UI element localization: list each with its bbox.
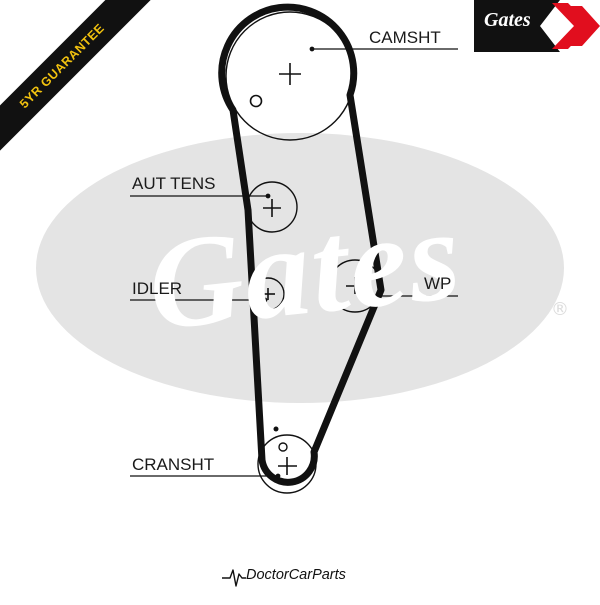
crankshaft-pulley	[257, 426, 317, 494]
footer-brand: DoctorCarParts	[246, 567, 346, 583]
registered-mark: ®	[551, 299, 569, 320]
brand-logo: Gates	[484, 9, 531, 31]
label-idler: IDLER	[132, 279, 183, 298]
footer-signal-icon	[222, 569, 246, 587]
label-water-pump: WP	[424, 274, 452, 293]
water-pump-pulley	[328, 259, 382, 313]
auto-tensioner-pulley	[246, 181, 298, 233]
camshaft-pulley	[225, 11, 355, 141]
label-auto-tensioner: AUT TENS	[132, 174, 216, 193]
brand-corner	[474, 0, 600, 52]
idler-pulley	[251, 277, 285, 311]
label-camshaft: CAMSHT	[369, 28, 441, 47]
watermark-ellipse	[36, 133, 564, 403]
leader-lines	[130, 46, 458, 479]
label-crankshaft: CRANSHT	[132, 455, 215, 474]
